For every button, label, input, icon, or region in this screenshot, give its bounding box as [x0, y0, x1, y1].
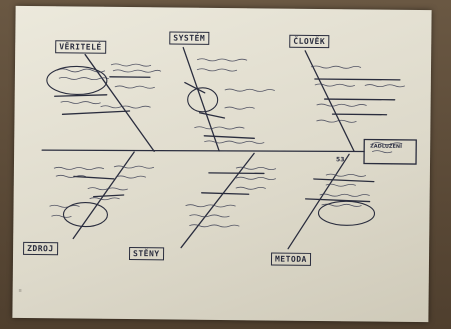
rib-bottom-right: [287, 153, 350, 250]
rib-top-middle: [182, 46, 220, 152]
oval-note-3: [62, 202, 109, 228]
fishbone-paper-sheet: VĚRITELÉ SYSTÉM ČLOVĚK ZDROJ STĚNY METOD…: [12, 5, 432, 323]
rib-top-right: [304, 50, 355, 153]
rib-bottom-left: [72, 151, 135, 240]
oval-note-4: [317, 200, 376, 226]
rib-bottom-middle: [180, 152, 255, 249]
category-label-bottom-middle: STĚNY: [128, 247, 164, 261]
category-label-bottom-left: ZDROJ: [23, 241, 58, 256]
category-label-bottom-right: METODA: [270, 252, 311, 266]
category-label-top-middle: SYSTÉM: [169, 31, 210, 45]
effect-label: ZADLUŽENÍ: [370, 143, 403, 150]
category-label-top-left: VĚRITELÉ: [55, 40, 106, 54]
fishbone-lines: [41, 46, 417, 250]
oval-note-1: [46, 65, 108, 96]
effect-box: [363, 138, 417, 165]
oval-note-2: [187, 87, 219, 113]
category-label-top-right: ČLOVĚK: [289, 34, 330, 49]
fishbone-spine: [41, 149, 365, 153]
side-ruler-marks: ≡: [18, 287, 22, 294]
number-label: 53: [336, 156, 345, 164]
